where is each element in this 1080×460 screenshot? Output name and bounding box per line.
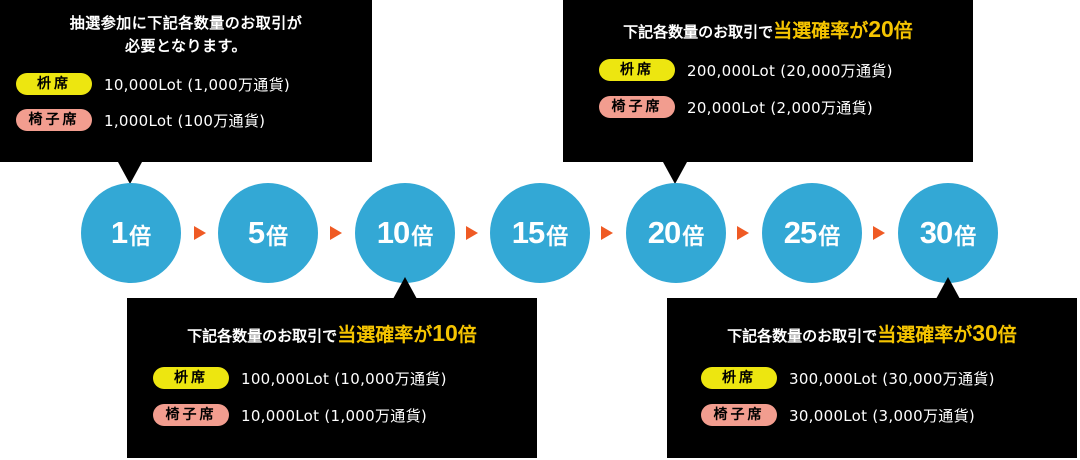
headline-highlight: 当選確率が bbox=[877, 324, 973, 346]
arrow-right-icon bbox=[330, 226, 342, 240]
step-number: 30 bbox=[919, 215, 953, 250]
callout-1x-pointer bbox=[118, 162, 142, 184]
isu-row: 椅子席 1,000Lot (100万通貨) bbox=[16, 109, 372, 131]
isu-row: 椅子席 10,000Lot (1,000万通貨) bbox=[153, 404, 537, 426]
masu-row: 枡席 200,000Lot (20,000万通貨) bbox=[599, 59, 973, 81]
step-number: 15 bbox=[511, 215, 545, 250]
masu-seat-value: 200,000Lot (20,000万通貨) bbox=[687, 61, 893, 80]
masu-row: 枡席 100,000Lot (10,000万通貨) bbox=[153, 367, 537, 389]
callout-20x: 下記各数量のお取引で当選確率が20倍 枡席 200,000Lot (20,000… bbox=[563, 0, 973, 162]
chair-seat-badge: 椅子席 bbox=[153, 404, 229, 426]
step-unit: 倍 bbox=[818, 225, 841, 250]
callout-intro: 抽選参加に下記各数量のお取引が 必要となります。 bbox=[0, 12, 372, 58]
intro-line-2: 必要となります。 bbox=[124, 37, 248, 55]
callout-headline: 下記各数量のお取引で当選確率が30倍 bbox=[667, 320, 1077, 347]
step-number: 20 bbox=[647, 215, 681, 250]
headline-multiplier: 30 bbox=[972, 320, 998, 346]
headline-unit: 倍 bbox=[457, 324, 477, 346]
arrow-right-icon bbox=[601, 226, 613, 240]
chair-seat-value: 20,000Lot (2,000万通貨) bbox=[687, 98, 874, 117]
masu-row: 枡席 300,000Lot (30,000万通貨) bbox=[701, 367, 1077, 389]
headline-multiplier: 10 bbox=[432, 320, 458, 346]
callout-10x-pointer bbox=[393, 277, 417, 299]
chair-seat-badge: 椅子席 bbox=[16, 109, 92, 131]
headline-prefix: 下記各数量のお取引で bbox=[623, 23, 774, 41]
masu-seat-value: 10,000Lot (1,000万通貨) bbox=[104, 75, 291, 94]
headline-highlight: 当選確率が bbox=[773, 20, 869, 42]
arrow-right-icon bbox=[737, 226, 749, 240]
masu-seat-badge: 枡席 bbox=[701, 367, 777, 389]
masu-seat-value: 100,000Lot (10,000万通貨) bbox=[241, 369, 447, 388]
step-number: 25 bbox=[783, 215, 817, 250]
headline-highlight: 当選確率が bbox=[337, 324, 433, 346]
step-number: 10 bbox=[376, 215, 410, 250]
arrow-right-icon bbox=[466, 226, 478, 240]
headline-prefix: 下記各数量のお取引で bbox=[727, 327, 878, 345]
intro-line-1: 抽選参加に下記各数量のお取引が bbox=[69, 14, 303, 32]
callout-20x-pointer bbox=[663, 162, 687, 184]
chair-seat-value: 10,000Lot (1,000万通貨) bbox=[241, 406, 428, 425]
arrow-right-icon bbox=[194, 226, 206, 240]
headline-multiplier: 20 bbox=[868, 16, 894, 42]
chair-seat-badge: 椅子席 bbox=[701, 404, 777, 426]
headline-unit: 倍 bbox=[893, 20, 913, 42]
step-unit: 倍 bbox=[411, 225, 434, 250]
callout-1x: 抽選参加に下記各数量のお取引が 必要となります。 枡席 10,000Lot (1… bbox=[0, 0, 372, 162]
chair-seat-badge: 椅子席 bbox=[599, 96, 675, 118]
step-number: 1 bbox=[110, 215, 128, 250]
masu-seat-badge: 枡席 bbox=[16, 73, 92, 95]
masu-row: 枡席 10,000Lot (1,000万通貨) bbox=[16, 73, 372, 95]
headline-unit: 倍 bbox=[997, 324, 1017, 346]
chair-seat-value: 30,000Lot (3,000万通貨) bbox=[789, 406, 976, 425]
step-unit: 倍 bbox=[129, 225, 152, 250]
callout-10x: 下記各数量のお取引で当選確率が10倍 枡席 100,000Lot (10,000… bbox=[127, 298, 537, 458]
masu-seat-badge: 枡席 bbox=[153, 367, 229, 389]
step-unit: 倍 bbox=[682, 225, 705, 250]
step-unit: 倍 bbox=[954, 225, 977, 250]
headline-prefix: 下記各数量のお取引で bbox=[187, 327, 338, 345]
isu-row: 椅子席 30,000Lot (3,000万通貨) bbox=[701, 404, 1077, 426]
masu-seat-value: 300,000Lot (30,000万通貨) bbox=[789, 369, 995, 388]
isu-row: 椅子席 20,000Lot (2,000万通貨) bbox=[599, 96, 973, 118]
masu-seat-badge: 枡席 bbox=[599, 59, 675, 81]
callout-30x-pointer bbox=[936, 277, 960, 299]
step-unit: 倍 bbox=[546, 225, 569, 250]
chair-seat-value: 1,000Lot (100万通貨) bbox=[104, 111, 266, 130]
step-number: 5 bbox=[247, 215, 265, 250]
step-unit: 倍 bbox=[266, 225, 289, 250]
callout-headline: 下記各数量のお取引で当選確率が10倍 bbox=[127, 320, 537, 347]
arrow-right-icon bbox=[873, 226, 885, 240]
callout-30x: 下記各数量のお取引で当選確率が30倍 枡席 300,000Lot (30,000… bbox=[667, 298, 1077, 458]
callout-headline: 下記各数量のお取引で当選確率が20倍 bbox=[563, 16, 973, 43]
